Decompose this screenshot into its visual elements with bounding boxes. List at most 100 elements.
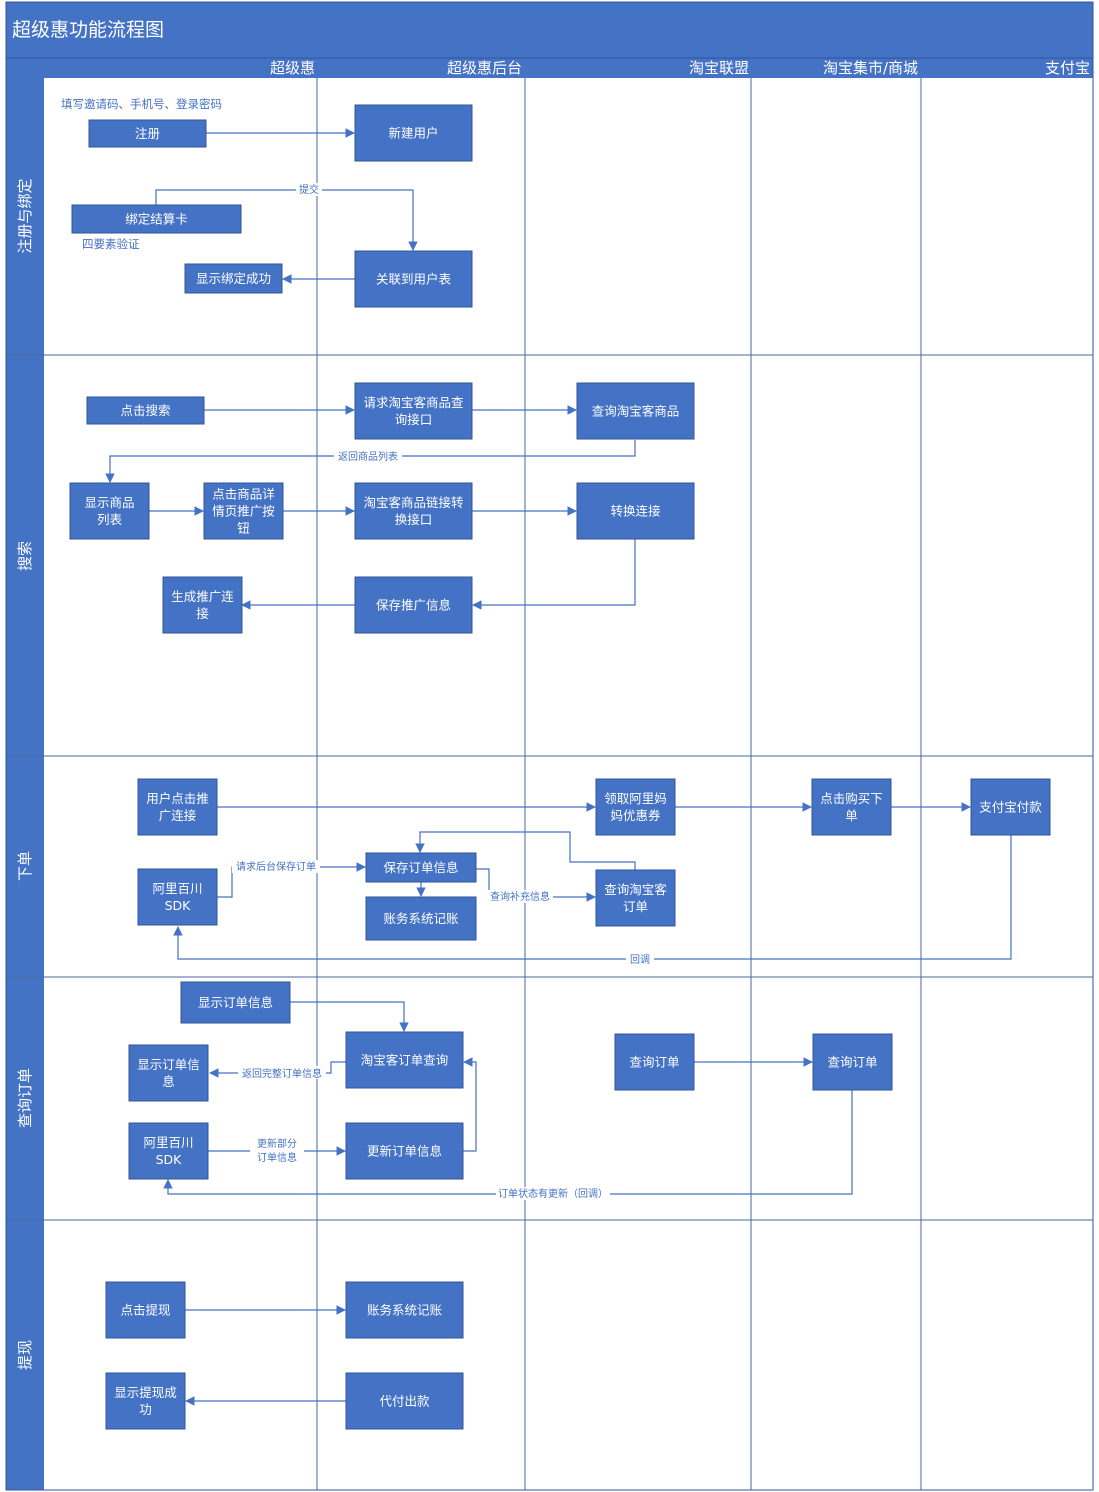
node-ledger2-box xyxy=(345,1281,464,1339)
node-ledger2-label: 账务系统记账 xyxy=(367,1303,443,1318)
edge-labels: 提交 返回商品列表 请求后台保存订单 查询补充信息 回调 返回完整订单信息 更新… xyxy=(232,183,654,1200)
lane-separators xyxy=(6,354,1093,1221)
column-header-taobao-union: 淘宝联盟 xyxy=(689,59,749,77)
node-querygoods-box xyxy=(576,382,695,440)
column-header-alipay: 支付宝 xyxy=(1045,59,1090,77)
node-convert: 转换连接 xyxy=(576,482,695,540)
note-fill-form: 填写邀请码、手机号、登录密码 xyxy=(61,97,222,111)
node-showorder1: 显示订单信息 xyxy=(180,981,291,1024)
node-reqapi-label: 请求淘宝客商品查 xyxy=(363,395,464,410)
label-submit: 提交 xyxy=(299,183,319,196)
node-reqapi-label: 询接口 xyxy=(395,412,433,427)
node-newuser-label: 新建用户 xyxy=(388,126,438,141)
node-sdk1-box xyxy=(137,868,218,926)
node-tkquery-box xyxy=(345,1031,464,1089)
node-clickdetail-box xyxy=(203,482,284,540)
title-bar xyxy=(6,2,1093,58)
node-withdraw-box xyxy=(105,1281,186,1339)
node-genlink-box xyxy=(162,576,243,634)
node-querygoods-label: 查询淘宝客商品 xyxy=(592,404,680,419)
node-alipay: 支付宝付款 xyxy=(970,778,1051,836)
label-return-list: 返回商品列表 xyxy=(338,450,398,463)
node-queryorderB-box xyxy=(812,1033,893,1091)
node-coupon-label: 领取阿里妈 xyxy=(604,791,667,806)
node-tkquery: 淘宝客订单查询 xyxy=(345,1031,464,1089)
label-status-update: 订单状态有更新（回调） xyxy=(498,1187,608,1200)
column-header-backend: 超级惠后台 xyxy=(447,59,522,77)
node-queryorderA-label: 查询订单 xyxy=(629,1055,679,1070)
node-queryorder1-box xyxy=(595,869,676,927)
node-genlink-label: 生成推广连 xyxy=(171,589,234,604)
node-showwithdraw-label: 功 xyxy=(139,1402,152,1417)
node-queryorder1-label: 查询淘宝客 xyxy=(604,882,667,897)
node-saveinfo: 保存推广信息 xyxy=(354,576,473,634)
node-saveinfo-label: 保存推广信息 xyxy=(376,598,451,613)
node-clickdetail-label: 钮 xyxy=(237,521,250,536)
node-linkapi-label: 换接口 xyxy=(395,512,433,527)
edge-convert-to-save xyxy=(472,539,636,610)
node-linkapi-box xyxy=(354,482,473,540)
node-ledger1: 账务系统记账 xyxy=(365,896,477,941)
node-genlink-label: 接 xyxy=(196,606,209,621)
node-querygoods: 查询淘宝客商品 xyxy=(576,382,695,440)
node-bindcard-box xyxy=(71,204,242,234)
node-showorder2-label: 息 xyxy=(162,1074,175,1089)
node-clickdetail-label: 点击商品详 xyxy=(212,487,275,502)
node-alipay-label: 支付宝付款 xyxy=(979,800,1042,815)
edge-callback xyxy=(173,835,1012,960)
lane-place-order: 下单 xyxy=(16,851,34,881)
node-bindcard: 绑定结算卡 xyxy=(71,204,242,234)
node-alipay-box xyxy=(970,778,1051,836)
node-showorder1-label: 显示订单信息 xyxy=(198,995,273,1010)
node-queryorderB-label: 查询订单 xyxy=(827,1055,877,1070)
node-saveorder-box xyxy=(365,852,477,883)
diagram-title: 超级惠功能流程图 xyxy=(12,19,164,41)
node-clickdetail-label: 情页推广按 xyxy=(212,504,275,519)
node-convert-label: 转换连接 xyxy=(610,504,661,519)
node-reg-box xyxy=(88,119,207,148)
node-reg-label: 注册 xyxy=(135,126,160,141)
node-sdk1-label: 阿里百川 xyxy=(152,881,202,896)
edge-query-back-to-save xyxy=(415,831,636,870)
node-bindok: 显示绑定成功 xyxy=(184,263,283,294)
node-linkuser: 关联到用户表 xyxy=(354,250,473,308)
diagram-frame xyxy=(5,1,1094,1491)
node-coupon-box xyxy=(595,778,676,836)
label-query-extra: 查询补充信息 xyxy=(490,890,550,903)
node-bindok-box xyxy=(184,263,283,294)
node-queryorderA: 查询订单 xyxy=(614,1033,695,1091)
label-request-save: 请求后台保存订单 xyxy=(236,860,316,873)
node-linkapi-label: 淘宝客商品链接转 xyxy=(363,495,463,510)
lane-label-bar xyxy=(6,78,44,1490)
node-userclick-box xyxy=(137,778,218,836)
node-showorder2-box xyxy=(128,1044,209,1102)
node-newuser-box xyxy=(354,104,473,162)
node-reg: 注册 xyxy=(88,119,207,148)
node-sdk2-label: 阿里百川 xyxy=(143,1135,193,1150)
node-updateorder-label: 更新订单信息 xyxy=(367,1144,442,1159)
node-buy-box xyxy=(811,778,892,836)
node-userclick-label: 用户点击推 xyxy=(146,791,209,806)
label-update-part-1: 更新部分 xyxy=(257,1137,297,1150)
node-queryorderA-box xyxy=(614,1033,695,1091)
node-payout-label: 代付出款 xyxy=(379,1394,430,1409)
label-update-part-2: 订单信息 xyxy=(257,1151,297,1164)
node-queryorder1-label: 订单 xyxy=(623,899,648,914)
lane-withdraw: 提现 xyxy=(16,1340,34,1370)
node-ledger1-box xyxy=(365,896,477,941)
node-userclick-label: 广连接 xyxy=(159,808,197,823)
lane-search: 搜索 xyxy=(16,541,34,571)
node-showorder2-label: 显示订单信 xyxy=(137,1057,200,1072)
node-clicksearch-label: 点击搜索 xyxy=(120,403,170,418)
node-bindcard-label: 绑定结算卡 xyxy=(125,212,188,227)
node-ledger2: 账务系统记账 xyxy=(345,1281,464,1339)
column-header-bar xyxy=(6,58,1093,78)
edges xyxy=(105,128,1012,1406)
label-callback: 回调 xyxy=(630,954,650,966)
node-saveorder: 保存订单信息 xyxy=(365,852,477,883)
